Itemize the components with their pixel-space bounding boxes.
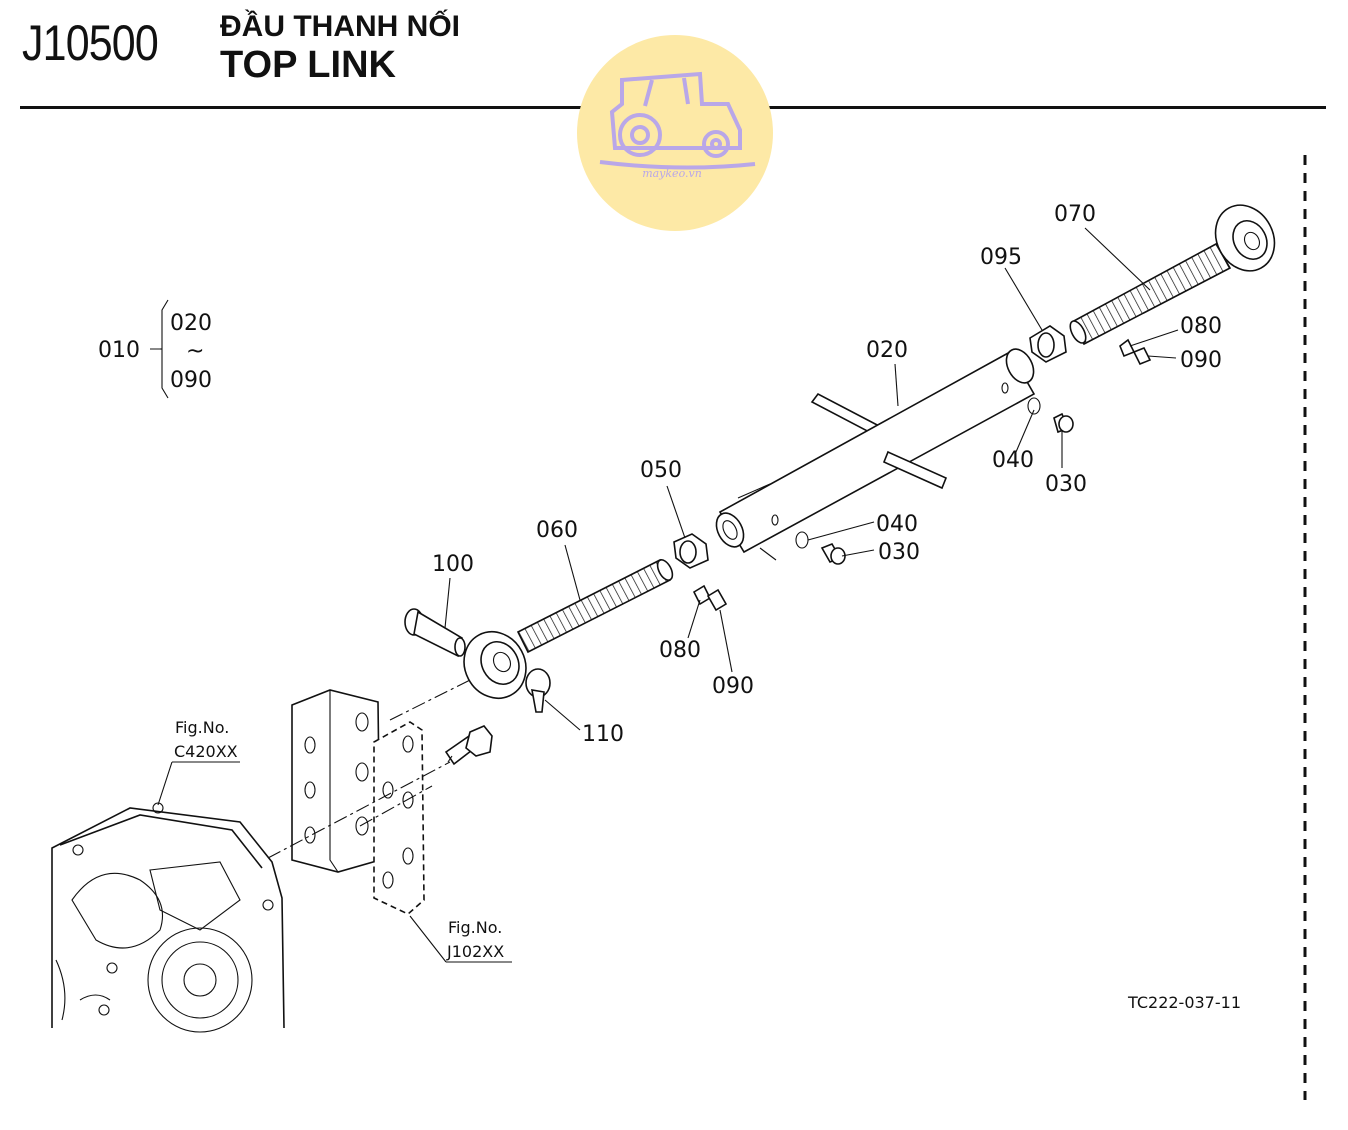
callout-040-upper: 040 bbox=[992, 448, 1034, 473]
figure-references: Fig.No. C420XX Fig.No. J102XX bbox=[174, 718, 504, 961]
section-title-english: TOP LINK bbox=[220, 44, 396, 86]
callout-080-lower: 080 bbox=[659, 638, 701, 663]
part-040-030-washer-bolt-upper bbox=[1027, 397, 1074, 434]
mounting-bracket-plates bbox=[291, 689, 425, 915]
mounting-bolt bbox=[444, 725, 493, 766]
callout-090-upper: 090 bbox=[1180, 348, 1222, 373]
part-020-turnbuckle-body bbox=[715, 348, 1036, 561]
transmission-case-drawing bbox=[51, 802, 285, 1033]
assembly-number: 010 bbox=[98, 338, 140, 363]
callout-050: 050 bbox=[640, 458, 682, 483]
part-080-090-set-screws-upper bbox=[1119, 338, 1152, 366]
part-110-lynch-pin bbox=[525, 668, 551, 713]
drawing-code: TC222-037-11 bbox=[1127, 993, 1241, 1012]
part-050-lock-nut bbox=[673, 533, 709, 569]
fig-ref-2-label: Fig.No. bbox=[448, 918, 502, 937]
leader-lines bbox=[157, 227, 1179, 963]
callout-labels: 070 095 080 090 020 040 030 050 060 040 … bbox=[432, 202, 1222, 747]
fig-ref-1-label: Fig.No. bbox=[175, 718, 229, 737]
part-100-pin bbox=[404, 608, 466, 658]
part-070-threaded-rod-end bbox=[1069, 204, 1276, 346]
part-080-090-set-screws-lower bbox=[692, 584, 728, 612]
fig-ref-2-code: J102XX bbox=[446, 942, 504, 961]
callout-020: 020 bbox=[866, 338, 908, 363]
callout-095: 095 bbox=[980, 245, 1022, 270]
callout-030-lower: 030 bbox=[878, 540, 920, 565]
watermark-logo: maykeo.vn bbox=[577, 35, 773, 231]
callout-040-lower: 040 bbox=[876, 512, 918, 537]
callout-060: 060 bbox=[536, 518, 578, 543]
assembly-reference: 010 020 ~ 090 bbox=[98, 299, 212, 399]
tractor-icon bbox=[599, 71, 756, 170]
watermark-text: maykeo.vn bbox=[642, 167, 702, 180]
fig-ref-1-code: C420XX bbox=[174, 742, 238, 761]
watermark-circle bbox=[577, 35, 773, 231]
section-code: J10500 bbox=[22, 15, 159, 71]
callout-080-upper: 080 bbox=[1180, 314, 1222, 339]
callout-110: 110 bbox=[582, 722, 624, 747]
callout-090-lower: 090 bbox=[712, 674, 754, 699]
part-060-threaded-rod bbox=[516, 558, 674, 654]
assembly-range-tilde: ~ bbox=[186, 339, 204, 364]
part-060-rod-end-eye bbox=[463, 631, 527, 699]
section-title-vietnamese: ĐẦU THANH NỐI bbox=[220, 10, 460, 43]
part-095-lock-nut bbox=[1029, 325, 1067, 363]
callout-100: 100 bbox=[432, 552, 474, 577]
callout-030-upper: 030 bbox=[1045, 472, 1087, 497]
callout-070: 070 bbox=[1054, 202, 1096, 227]
assembly-range-start: 020 bbox=[170, 311, 212, 336]
assembly-range-end: 090 bbox=[170, 368, 212, 393]
